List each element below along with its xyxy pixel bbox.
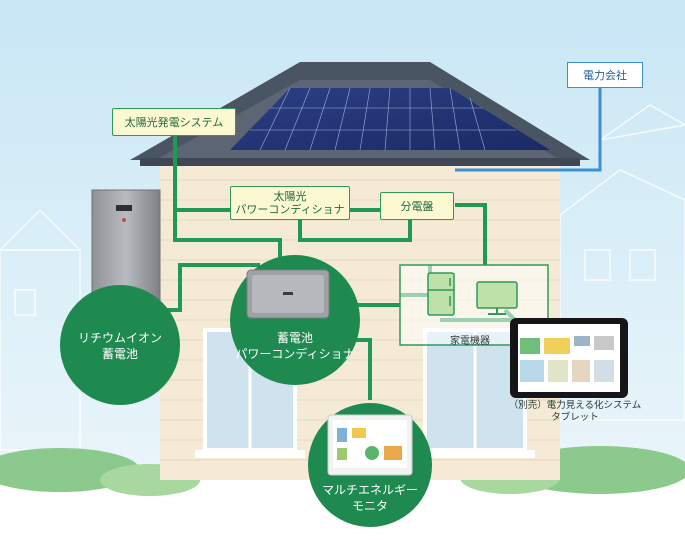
fridge-icon: [427, 272, 455, 316]
monitor-line2: モニタ: [351, 499, 388, 513]
tv-icon: [476, 281, 518, 315]
solar-pcs-line2: パワーコンディショナ: [235, 203, 345, 216]
monitor-device: [327, 414, 413, 476]
tablet-line1: （別売）電力見える化システム: [508, 400, 642, 411]
tablet-caption: （別売）電力見える化システム タブレット: [500, 400, 650, 424]
storage-pcs-label: 蓄電池 パワーコンディショナ: [235, 330, 355, 362]
lithium-battery-label: リチウムイオン 蓄電池: [60, 330, 180, 362]
lithium-circle: [60, 285, 180, 405]
solar-pcs-label: 太陽光 パワーコンディショナ: [230, 186, 350, 220]
power-company-label: 電力会社: [567, 62, 643, 88]
distribution-board-label: 分電盤: [380, 192, 454, 220]
monitor-line1: マルチエネルギー: [321, 483, 418, 497]
tablet-device: [510, 318, 628, 398]
lithium-line2: 蓄電池: [101, 347, 138, 361]
wiring-blue: [455, 85, 602, 172]
appliances-label: 家電機器: [450, 336, 490, 347]
solar-pcs-line1: 太陽光: [273, 190, 307, 203]
eave: [140, 158, 580, 166]
storage-pcs-line2: パワーコンディショナ: [235, 347, 355, 361]
solar-panels: [230, 87, 550, 151]
lithium-line1: リチウムイオン: [77, 331, 162, 345]
tablet-line2: タブレット: [551, 412, 599, 423]
storage-pcs-line1: 蓄電池: [276, 331, 313, 345]
monitor-label: マルチエネルギー モニタ: [310, 482, 430, 514]
storage-pcs-device: [246, 269, 330, 319]
solar-system-label: 太陽光発電システム: [112, 108, 236, 136]
